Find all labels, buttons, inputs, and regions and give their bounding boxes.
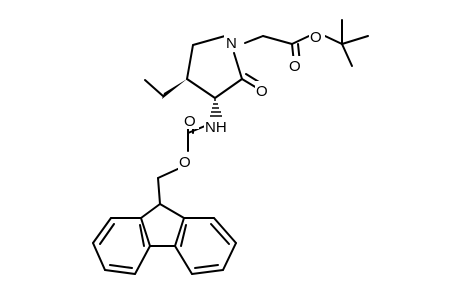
- bonds: [92, 19, 369, 275]
- bond-br-2: [213, 217, 237, 244]
- bond-f5-3: [140, 217, 151, 247]
- bond-ring-3: [186, 78, 216, 99]
- carbamate-ether-oxygen-label: O: [179, 154, 191, 171]
- bond-bl-in-2: [109, 264, 133, 269]
- ester-ether-oxygen-label: O: [310, 29, 322, 46]
- bond-bl-in-1: [99, 223, 115, 245]
- bond-tbu-me3: [341, 43, 353, 67]
- atom-labels: N O NH O O O O: [178, 27, 325, 171]
- ring-nitrogen-label: N: [226, 35, 237, 52]
- bond-n-ch2: [244, 35, 264, 44]
- bond-ring-4: [214, 78, 243, 99]
- carbamate-carbonyl-oxygen-label: O: [184, 113, 196, 130]
- bond-br-3: [222, 242, 237, 271]
- bond-ring-carbonyl-b: [245, 73, 260, 83]
- bond-tbu-me2: [341, 35, 369, 45]
- wedge-bond-ethyl: [162, 79, 187, 99]
- bond-f5-1: [140, 203, 161, 219]
- bond-bl-5: [134, 245, 151, 275]
- bond-ring-carbonyl-a: [241, 78, 258, 89]
- ester-carbonyl-oxygen-label: O: [289, 58, 301, 75]
- bond-ring-2: [186, 44, 194, 80]
- bond-f5-2: [159, 203, 185, 219]
- bond-f5-4: [174, 217, 185, 247]
- bond-bl-2: [92, 217, 112, 244]
- bond-bl-4: [104, 269, 136, 275]
- bond-ch2-ch: [157, 177, 161, 205]
- bond-ring-5: [233, 52, 243, 80]
- bond-bl-in-3: [139, 224, 145, 247]
- amide-nh-label: NH: [205, 119, 227, 136]
- bond-br-in-1: [210, 223, 230, 245]
- bond-ethyl-2: [144, 79, 164, 97]
- bond-o-ctbu: [324, 35, 343, 45]
- bond-ch2-c: [262, 35, 293, 45]
- bond-br-4: [191, 269, 224, 275]
- bond-br-in-3: [180, 224, 187, 247]
- bond-br-5: [174, 245, 193, 275]
- bond-ring-1: [192, 35, 226, 46]
- bond-nh-c: [187, 125, 206, 134]
- ring-carbonyl-oxygen-label: O: [256, 83, 268, 100]
- bond-c-oester: [291, 35, 310, 45]
- bond-br-in-2: [194, 264, 219, 269]
- hashed-bond-nh: [210, 99, 222, 117]
- bond-bl-3: [92, 242, 106, 271]
- bond-o-ch2: [157, 167, 181, 179]
